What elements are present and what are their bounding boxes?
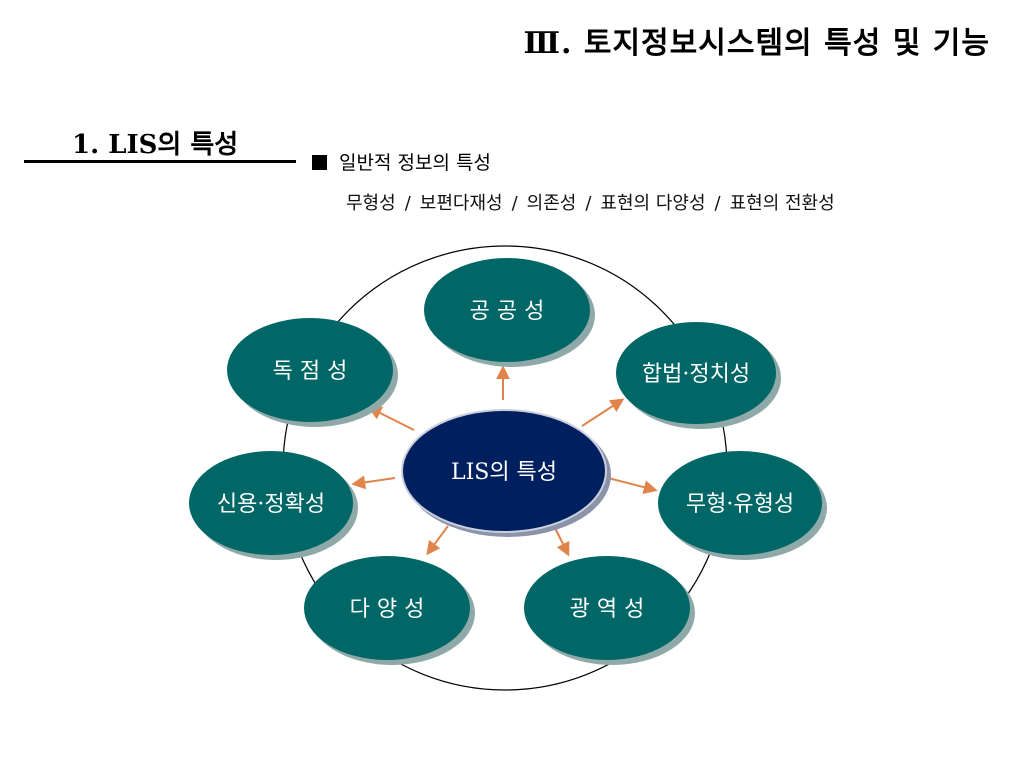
arrow-to-wide [554, 527, 570, 557]
separator: / [511, 193, 518, 214]
arrows [351, 365, 658, 557]
bullet-general-info: 일반적 정보의 특성 [312, 148, 491, 175]
node-label-trust: 신용·정확성 [217, 492, 325, 517]
node-diverse: 다 양 성 [304, 556, 475, 665]
center-node: LIS의 특성 [401, 409, 611, 537]
characteristic-item: 보편다재성 [419, 193, 503, 214]
node-public: 공 공 성 [424, 258, 595, 367]
node-label-wide: 광 역 성 [570, 597, 645, 622]
node-ellipse [658, 451, 822, 555]
node-label-monopoly: 독 점 성 [273, 359, 348, 384]
node-monopoly: 독 점 성 [227, 318, 398, 427]
characteristic-item: 의존성 [526, 193, 577, 214]
node-label-public: 공 공 성 [470, 299, 545, 324]
arrow-to-tangible [607, 477, 658, 495]
characteristic-item: 표현의 다양성 [600, 193, 706, 214]
node-legal: 합법·정치성 [616, 322, 781, 429]
node-ellipse [616, 322, 776, 424]
separator: / [714, 193, 721, 214]
node-tangible: 무형·유형성 [658, 451, 827, 560]
node-wide: 광 역 성 [524, 556, 695, 665]
node-label-legal: 합법·정치성 [642, 362, 750, 387]
node-ellipse [227, 318, 393, 422]
arrow-to-diverse [426, 525, 449, 556]
general-characteristics-list: 무형성 / 보편다재성 / 의존성 / 표현의 다양성 / 표현의 전환성 [346, 189, 835, 215]
node-ellipse [189, 451, 353, 555]
node-label-diverse: 다 양 성 [350, 597, 425, 622]
bullet-label: 일반적 정보의 특성 [339, 152, 491, 174]
node-ellipse [304, 556, 470, 660]
center-ellipse [401, 409, 607, 533]
node-label-tangible: 무형·유형성 [686, 492, 794, 517]
node-ellipse [424, 258, 590, 362]
separator: / [585, 193, 592, 214]
section-underline [24, 160, 296, 163]
section-heading: 1. LIS의 특성 [72, 130, 239, 160]
arrow-to-legal [581, 398, 625, 427]
arrow-to-trust [351, 475, 396, 490]
characteristic-item: 표현의 전환성 [729, 193, 835, 214]
square-bullet-icon [312, 155, 327, 170]
arrow-to-monopoly [367, 406, 415, 431]
center-label: LIS의 특성 [451, 460, 557, 485]
separator: / [404, 193, 411, 214]
node-ellipse [524, 556, 690, 660]
characteristic-item: 무형성 [346, 193, 396, 214]
node-trust: 신용·정확성 [189, 451, 358, 560]
slide-title: Ⅲ. 토지정보시스템의 특성 및 기능 [523, 26, 990, 61]
